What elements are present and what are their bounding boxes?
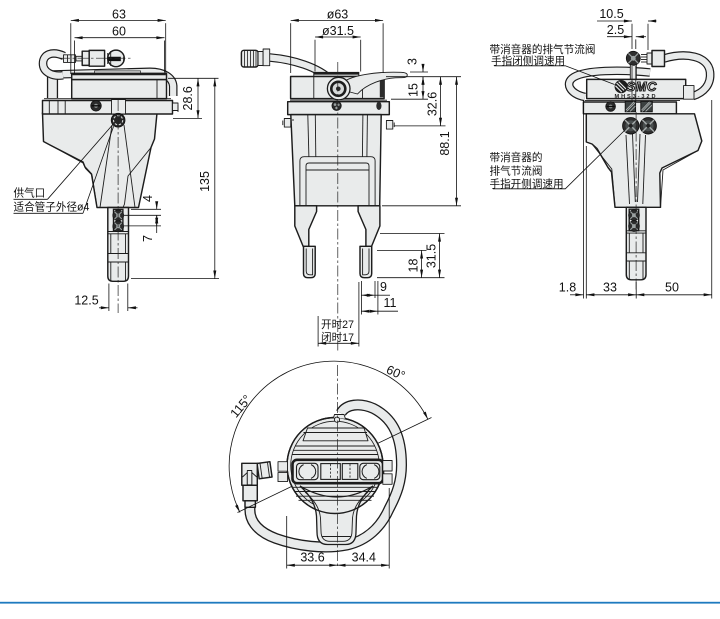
svg-text:带消音器的排气节流阀: 带消音器的排气节流阀 <box>490 43 596 56</box>
svg-text:ø63: ø63 <box>327 7 349 21</box>
svg-text:34.4: 34.4 <box>352 551 376 565</box>
svg-text:1.8: 1.8 <box>559 280 576 294</box>
svg-text:供气口: 供气口 <box>14 186 46 199</box>
svg-text:9: 9 <box>380 280 387 294</box>
svg-text:33.6: 33.6 <box>300 551 324 565</box>
svg-text:12.5: 12.5 <box>74 293 98 307</box>
svg-text:28.6: 28.6 <box>181 86 195 110</box>
svg-text:88.1: 88.1 <box>438 131 452 155</box>
svg-text:15: 15 <box>407 83 421 97</box>
svg-text:2.5: 2.5 <box>607 23 624 37</box>
svg-text:63: 63 <box>112 7 126 21</box>
svg-text:4: 4 <box>141 195 155 202</box>
svg-text:32.6: 32.6 <box>426 92 440 116</box>
svg-text:135: 135 <box>198 171 212 192</box>
svg-text:MHS3-32D: MHS3-32D <box>615 94 656 100</box>
svg-text:3: 3 <box>406 58 420 65</box>
svg-text:手指闭侧调速用: 手指闭侧调速用 <box>491 54 565 67</box>
svg-text:闭时17: 闭时17 <box>321 331 354 344</box>
svg-text:SMC: SMC <box>627 79 658 94</box>
svg-text:11: 11 <box>384 296 397 310</box>
svg-text:50: 50 <box>665 280 679 294</box>
svg-text:10.5: 10.5 <box>599 7 623 21</box>
svg-text:18: 18 <box>407 259 421 273</box>
svg-text:手指开侧调速用: 手指开侧调速用 <box>490 177 564 190</box>
svg-text:带消音器的: 带消音器的 <box>490 151 543 164</box>
svg-text:开时27: 开时27 <box>321 318 354 331</box>
svg-text:33: 33 <box>603 280 617 294</box>
svg-text:7: 7 <box>141 235 155 242</box>
svg-text:适合管子外径ø4: 适合管子外径ø4 <box>14 200 90 213</box>
svg-text:ø31.5: ø31.5 <box>322 24 354 38</box>
svg-text:排气节流阀: 排气节流阀 <box>490 164 543 177</box>
svg-text:31.5: 31.5 <box>425 244 439 268</box>
svg-text:60: 60 <box>112 24 126 38</box>
